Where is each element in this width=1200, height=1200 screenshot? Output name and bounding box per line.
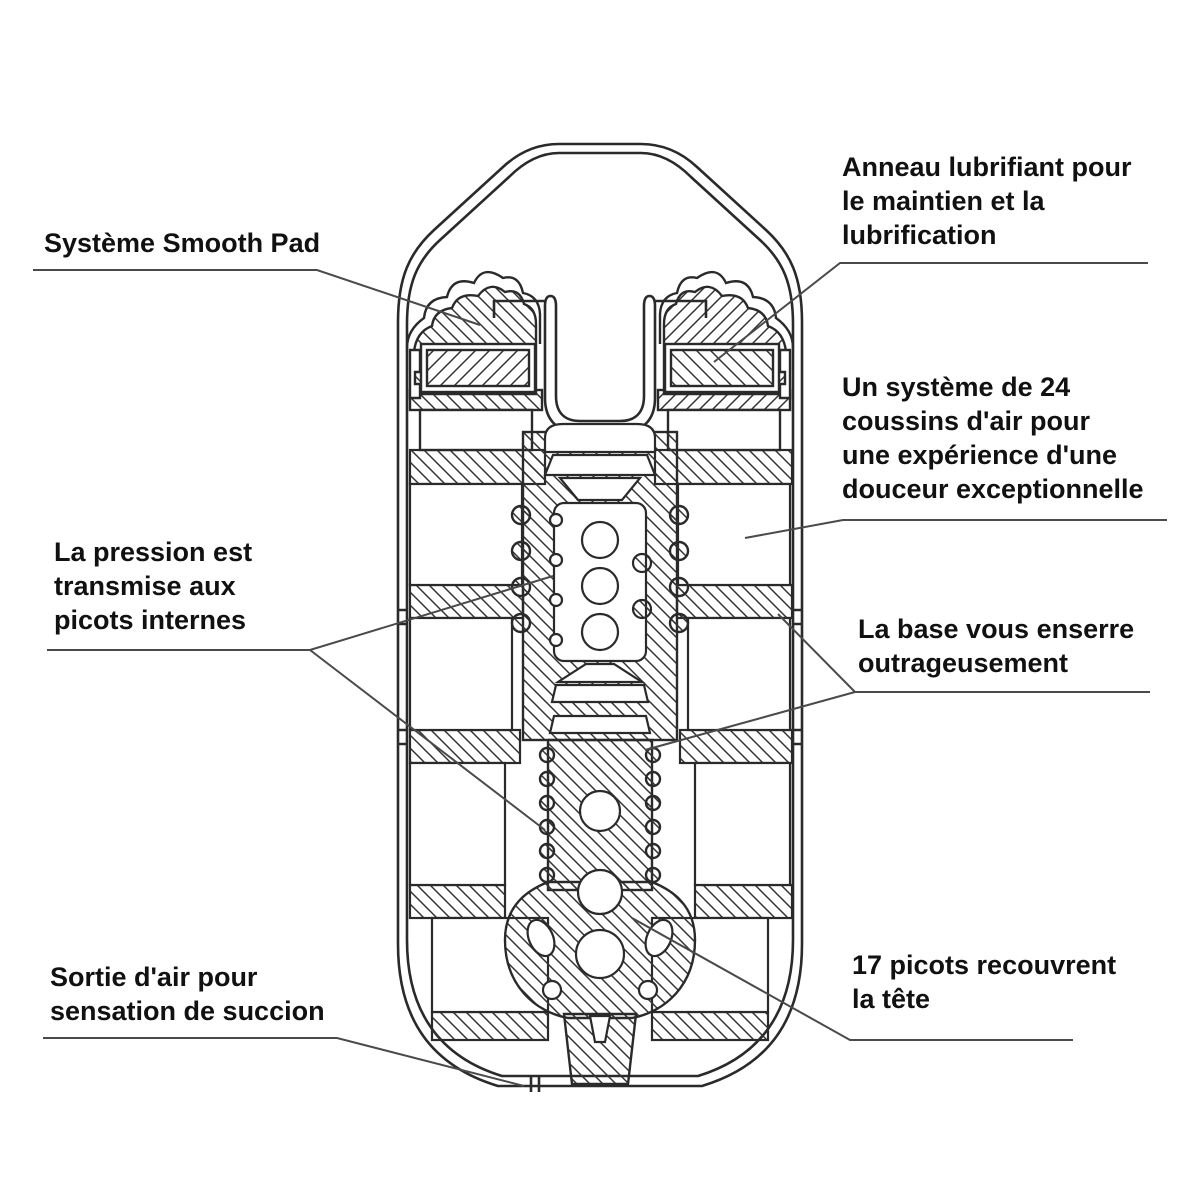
band-r5-left (430, 1010, 550, 1042)
chamber-c2-left (408, 616, 514, 732)
canal-scallop-1 (548, 512, 564, 528)
canal-scallop-2 (548, 552, 564, 568)
pad-mini-chamber (418, 408, 534, 452)
insert-details (526, 422, 674, 1044)
label-anneau: Anneau lubrifiant pour le maintien et la… (842, 152, 1132, 250)
leader-sortie (43, 1037, 525, 1087)
band-r3-left (408, 728, 522, 765)
air-hole-3 (580, 612, 620, 652)
u-ledges (492, 299, 708, 318)
head-lobe-left (526, 918, 556, 958)
u-inner-wall (554, 306, 646, 423)
head-bottom-gap (588, 1014, 612, 1044)
head-hole-2 (576, 868, 624, 916)
chamber-c1-left (408, 482, 524, 587)
u-channel (492, 294, 708, 434)
head-hook-left (541, 979, 563, 1001)
label-sortie: Sortie d'air pour sensation de succion (50, 962, 325, 1026)
head-hole-1 (578, 789, 622, 833)
picot-bumps (538, 746, 662, 884)
air-hole-2 (580, 566, 620, 606)
cushion-disc-1 (543, 453, 657, 477)
cushion-funnel-lower (554, 662, 646, 684)
air-outlet-slit (529, 1077, 541, 1092)
wall-notch-left-lower (398, 728, 407, 746)
canal-bump-2 (631, 598, 653, 620)
band-r5-right (650, 1010, 770, 1042)
head-hook-right (637, 979, 659, 1001)
smooth-pad-left (405, 270, 544, 452)
leader-picots (631, 917, 1073, 1041)
cushion-disc-2 (550, 683, 650, 704)
label-pression: La pression est transmise aux picots int… (54, 537, 253, 635)
label-coussins: Un système de 24 coussins d'air pour une… (842, 372, 1144, 504)
cushion-funnel-upper (557, 476, 643, 502)
leader-pression (47, 575, 554, 831)
lubricant-ring-core (425, 348, 531, 388)
canal-scallop-3 (548, 592, 564, 608)
shell-inner-line (405, 151, 795, 1078)
leader-smooth-pad (33, 269, 481, 326)
band-r4-right (693, 883, 794, 920)
column-stem (562, 1012, 638, 1086)
pad-silhouette (405, 270, 542, 349)
air-hole-1 (580, 520, 620, 560)
wall-notch-right-lower (793, 728, 802, 746)
sleeve-bumps (510, 504, 690, 634)
insert-cap (543, 422, 657, 454)
chamber-c2-right (686, 616, 792, 732)
label-base: La base vous enserre outrageusement (858, 614, 1135, 678)
band-r2-right (675, 583, 794, 620)
chamber-c3-left (408, 761, 507, 887)
head-hole-3 (574, 928, 626, 980)
leader-base (644, 613, 1150, 751)
chamber-c1-right (676, 482, 792, 587)
u-wall-caps (543, 294, 657, 307)
band-r4-left (408, 883, 507, 920)
cushion-disc-3 (548, 714, 652, 735)
wall-notch-right-upper (793, 608, 802, 626)
chamber-c3-right (693, 761, 792, 887)
leader-coussins (744, 519, 1167, 539)
pad-clip-tab (408, 348, 422, 400)
wall-notch-left-upper (398, 608, 407, 626)
label-smooth-pad: Système Smooth Pad (44, 228, 321, 258)
leader-lines (33, 262, 1167, 1087)
label-picots: 17 picots recouvrent la tête (852, 950, 1117, 1014)
canal-bump-1 (631, 552, 653, 574)
canal-scallop-4 (548, 632, 564, 648)
leader-anneau (713, 262, 1148, 363)
